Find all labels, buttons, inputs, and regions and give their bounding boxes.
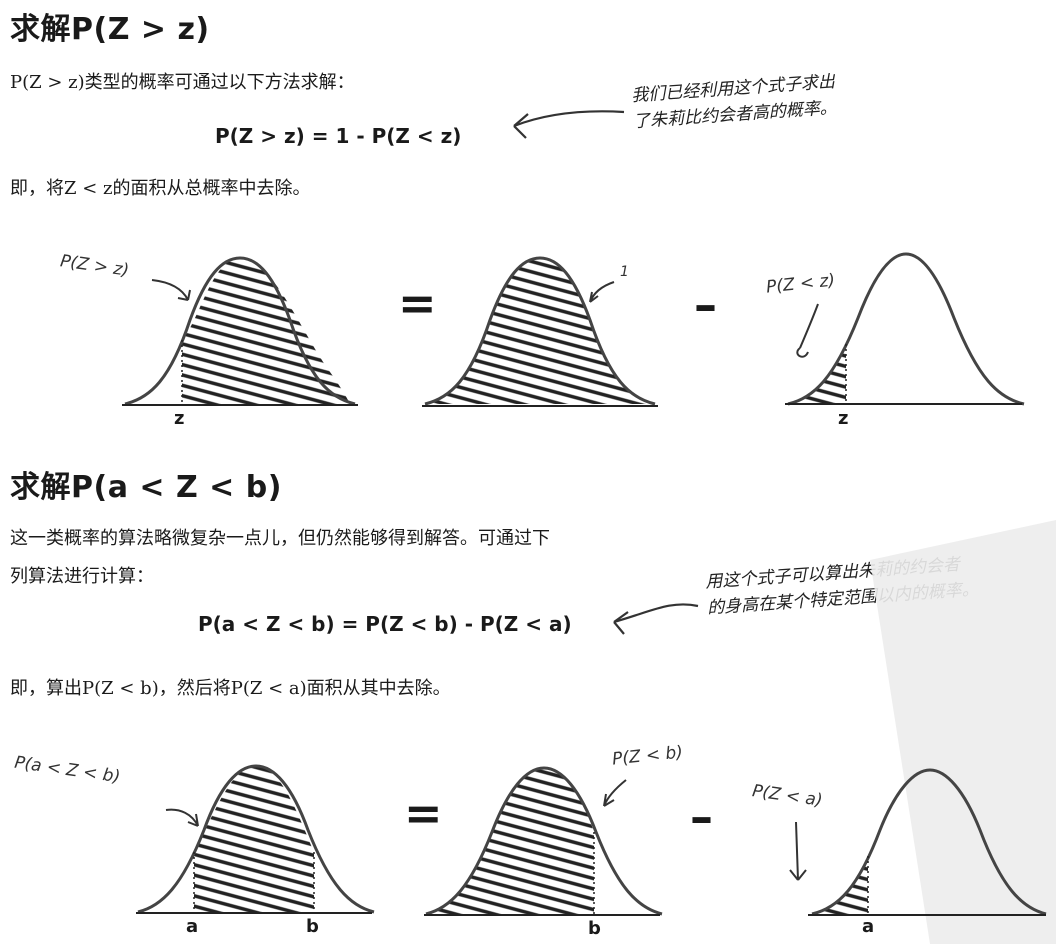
row2-curve2	[424, 766, 663, 916]
section2-formula: P(a < Z < b) = P(Z < b) - P(Z < a)	[198, 612, 572, 636]
row1-curve3-line	[787, 252, 1025, 406]
section1-formula: P(Z > z) = 1 - P(Z < z)	[215, 124, 462, 148]
row1-curve2-label-arrow	[589, 281, 615, 303]
row1-curve1-line	[124, 256, 356, 406]
row1-curve1	[122, 256, 358, 406]
row2-curve2-line	[425, 766, 663, 916]
row1-curve2-line	[424, 256, 656, 406]
section1-arrow	[513, 110, 625, 139]
section1-intro: P(Z > z)类型的概率可通过以下方法求解：	[10, 72, 355, 93]
row2-minus-sign: –	[690, 790, 713, 844]
section2-intro-line2: 列算法进行计算：	[10, 566, 154, 587]
row2-curve1	[136, 764, 375, 914]
row1-equals-sign: =	[398, 276, 437, 330]
row2-curve1-axis-a-label: a	[186, 916, 199, 937]
row1-curve2	[422, 256, 658, 407]
row2-curve2-label-arrow	[603, 779, 627, 807]
row1-curve1-shade	[182, 258, 350, 404]
row1-curve2-label: 1	[620, 264, 629, 280]
section2-intro-line1: 这一类概率的算法略微复杂一点儿，但仍然能够得到解答。可通过下	[10, 528, 550, 549]
row1-curve1-axis-label: z	[174, 408, 185, 429]
row1-minus-sign: –	[694, 278, 717, 332]
section2-heading: 求解P(a < Z < b)	[10, 470, 282, 505]
watermark-shape	[870, 520, 1056, 944]
row2-curve3	[789, 768, 1047, 916]
section2-arrow	[613, 603, 699, 635]
row2-curve3-axis-label: a	[862, 916, 875, 937]
row2-curve3-shade	[812, 856, 868, 914]
row1-curve3-shade	[788, 344, 846, 404]
row2-curve1-shade	[194, 766, 314, 912]
row2-curve2-axis-label: b	[588, 918, 601, 939]
row2-curve1-axis-b-label: b	[306, 916, 319, 937]
row2-curve1-line	[137, 764, 375, 914]
row2-curve3-line	[811, 768, 1047, 916]
row1-curve3-axis-label: z	[838, 408, 849, 429]
section1-heading: 求解P(Z > z)	[10, 12, 210, 47]
row1-curve1-label-arrow	[151, 279, 191, 301]
row2-curve2-shade	[426, 768, 594, 914]
row1-curve3	[785, 252, 1025, 406]
section1-explanation: 即，将Z < z的面积从总概率中去除。	[10, 178, 311, 199]
row1-curve2-shade	[425, 258, 655, 404]
section2-explanation: 即，算出P(Z < b)，然后将P(Z < a)面积从其中去除。	[10, 678, 451, 699]
row2-curve3-label-arrow	[789, 821, 807, 881]
row2-curve1-label-arrow	[165, 808, 199, 827]
row1-curve3-label-arrow	[796, 303, 819, 358]
row2-equals-sign: =	[404, 786, 443, 840]
